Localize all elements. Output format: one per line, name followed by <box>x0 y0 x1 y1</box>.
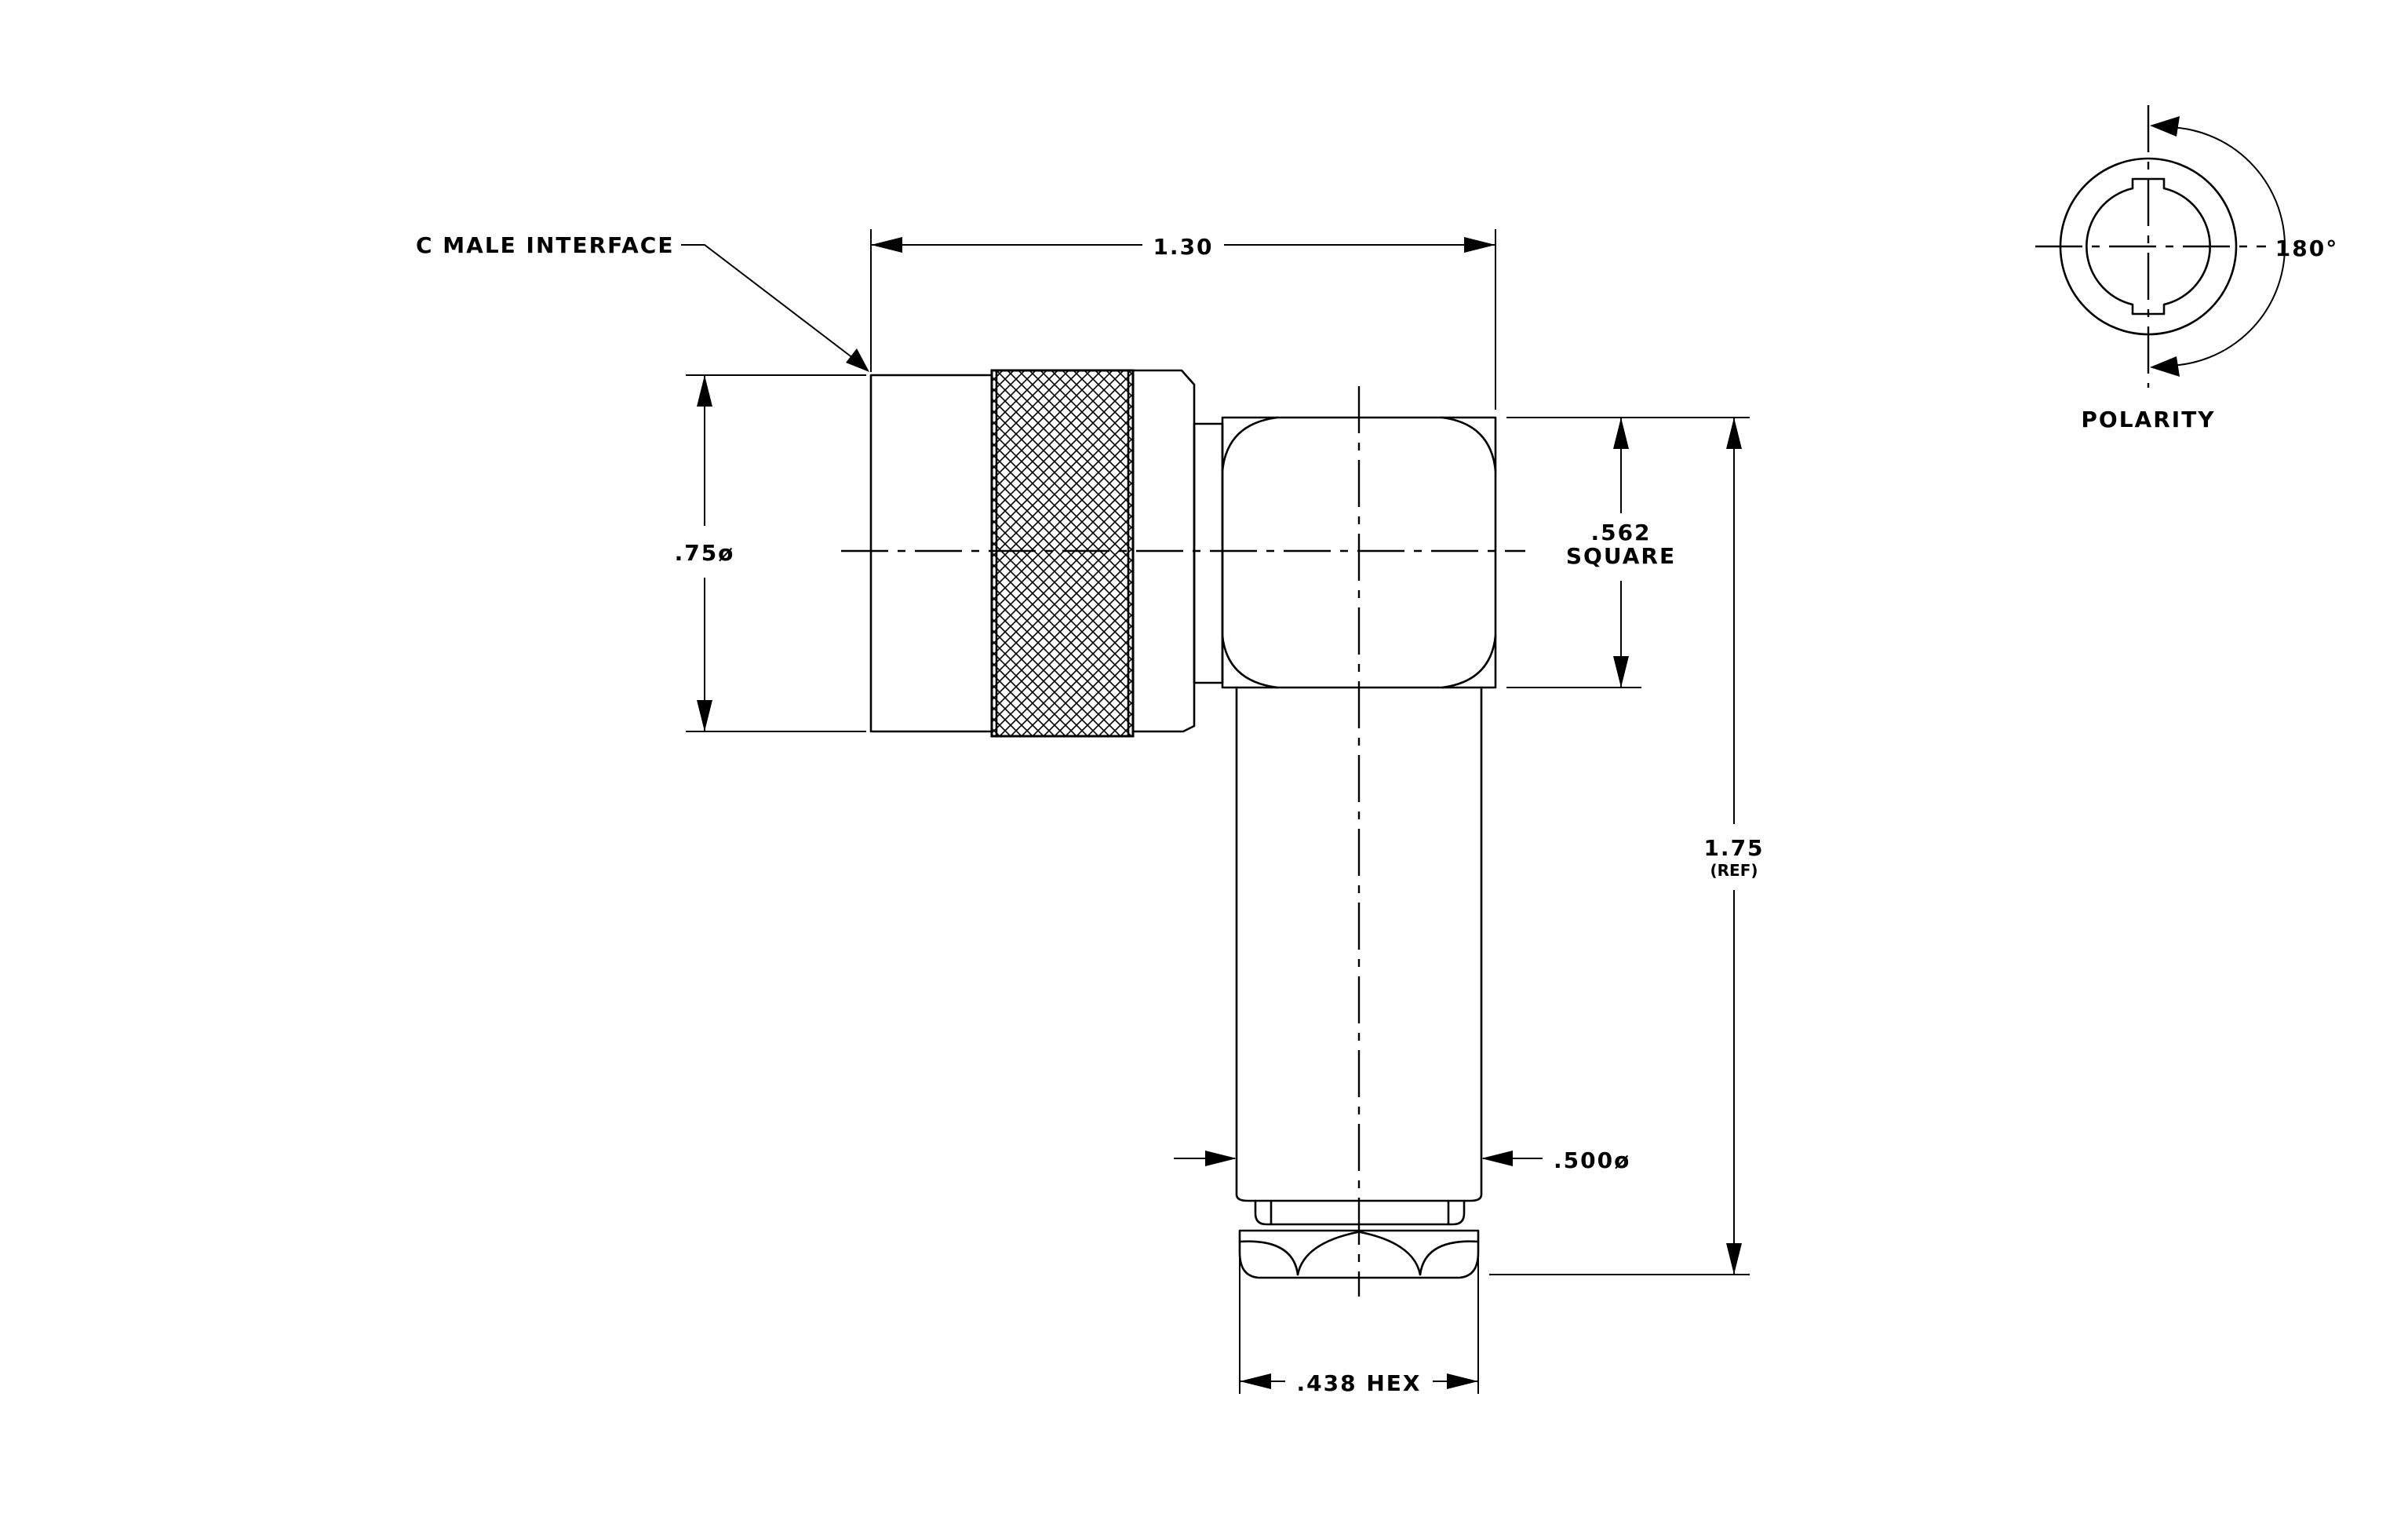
front-shell <box>869 374 993 733</box>
height-dimension: 1.75 (REF) <box>1489 417 1764 1275</box>
center-lines <box>841 386 1525 1297</box>
hex-dimension: .438 HEX <box>1239 1259 1479 1396</box>
body-diameter-label: .75ø <box>675 540 735 566</box>
interface-leader: C MALE INTERFACE <box>416 232 869 372</box>
angle-label: 180° <box>2275 235 2338 261</box>
height-note-label: (REF) <box>1710 861 1758 880</box>
width-label: 1.30 <box>1153 234 1213 260</box>
knurled-coupling-nut <box>990 369 1135 738</box>
tube-diameter-dimension: .500ø <box>1174 1147 1630 1173</box>
polarity-label: POLARITY <box>2081 407 2215 432</box>
hex-label: .438 HEX <box>1297 1370 1422 1396</box>
neck <box>1193 422 1224 684</box>
height-label: 1.75 <box>1703 835 1764 861</box>
square-dimension: .562 SQUARE <box>1506 417 1676 688</box>
square-size-label: .562 <box>1590 520 1651 545</box>
width-dimension: 1.30 <box>870 229 1496 410</box>
body-diameter-dimension: .75ø <box>675 374 866 732</box>
polarity-view: 180° POLARITY <box>2035 105 2338 432</box>
square-word-label: SQUARE <box>1566 543 1676 569</box>
tube-diameter-label: .500ø <box>1554 1147 1630 1173</box>
interface-label: C MALE INTERFACE <box>416 232 674 258</box>
